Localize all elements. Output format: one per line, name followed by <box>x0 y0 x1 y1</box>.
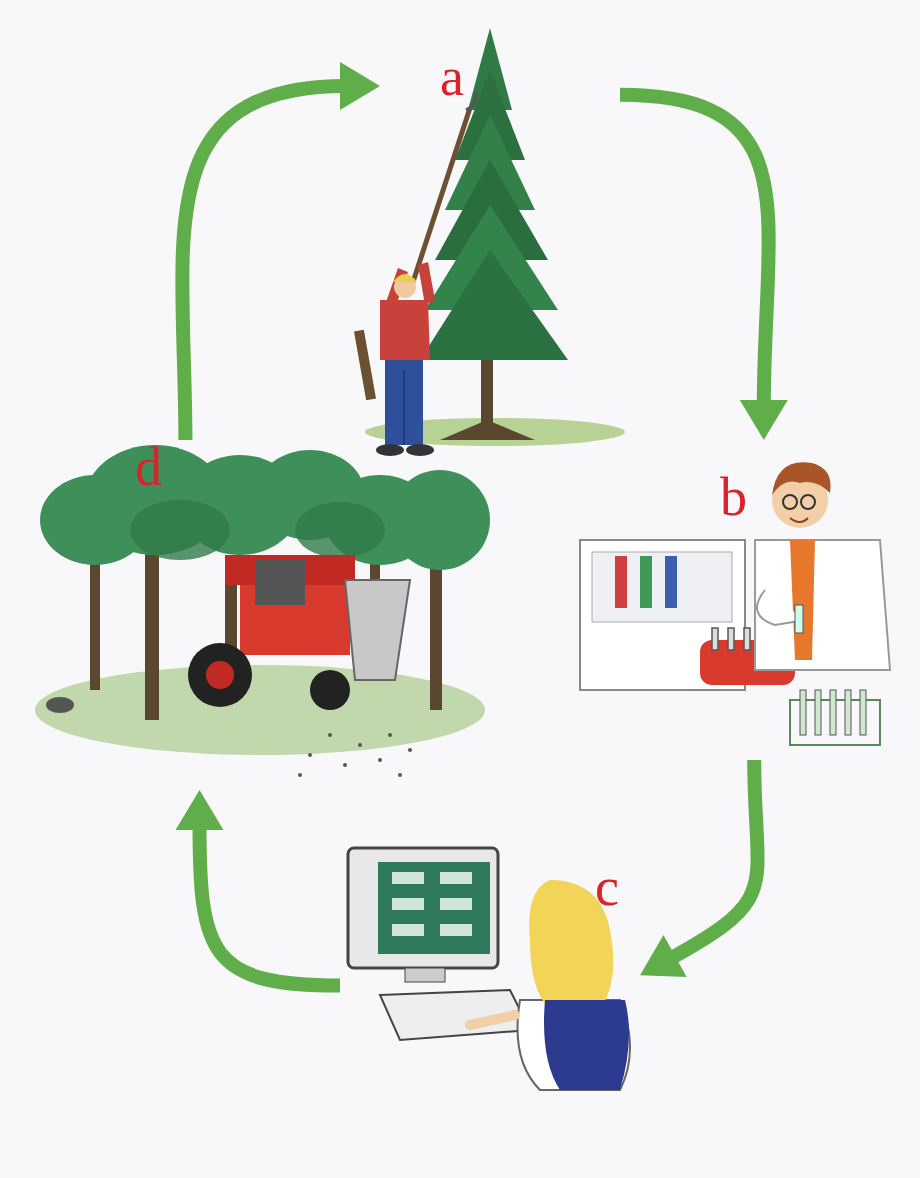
stage-panel: c <box>340 840 640 1100</box>
stage-letter: b <box>720 470 747 524</box>
stage-letter: c <box>595 860 619 914</box>
arrow-shaft <box>200 824 341 986</box>
stage-panel: b <box>575 440 895 760</box>
arrow-head <box>740 400 788 440</box>
stage-panel: a <box>380 20 620 460</box>
stage-letter: a <box>440 50 464 104</box>
arrow-head <box>640 935 687 977</box>
arrow-shaft <box>182 86 346 440</box>
lab-scene <box>580 462 890 745</box>
arrow-head <box>340 62 380 110</box>
tree-sampling-scene <box>354 28 625 456</box>
cycle-arrow <box>176 790 341 986</box>
computer-scene <box>348 848 630 1090</box>
arrow-shaft <box>670 760 758 959</box>
arrow-shaft <box>620 95 769 406</box>
arrow-head <box>176 790 224 830</box>
cycle-arrow <box>640 760 758 977</box>
forest-fertilising-scene <box>35 445 490 777</box>
cycle-arrow <box>620 95 788 440</box>
stage-letter: d <box>135 440 162 494</box>
stage-panel: d <box>35 440 505 790</box>
cycle-arrow <box>182 62 380 440</box>
